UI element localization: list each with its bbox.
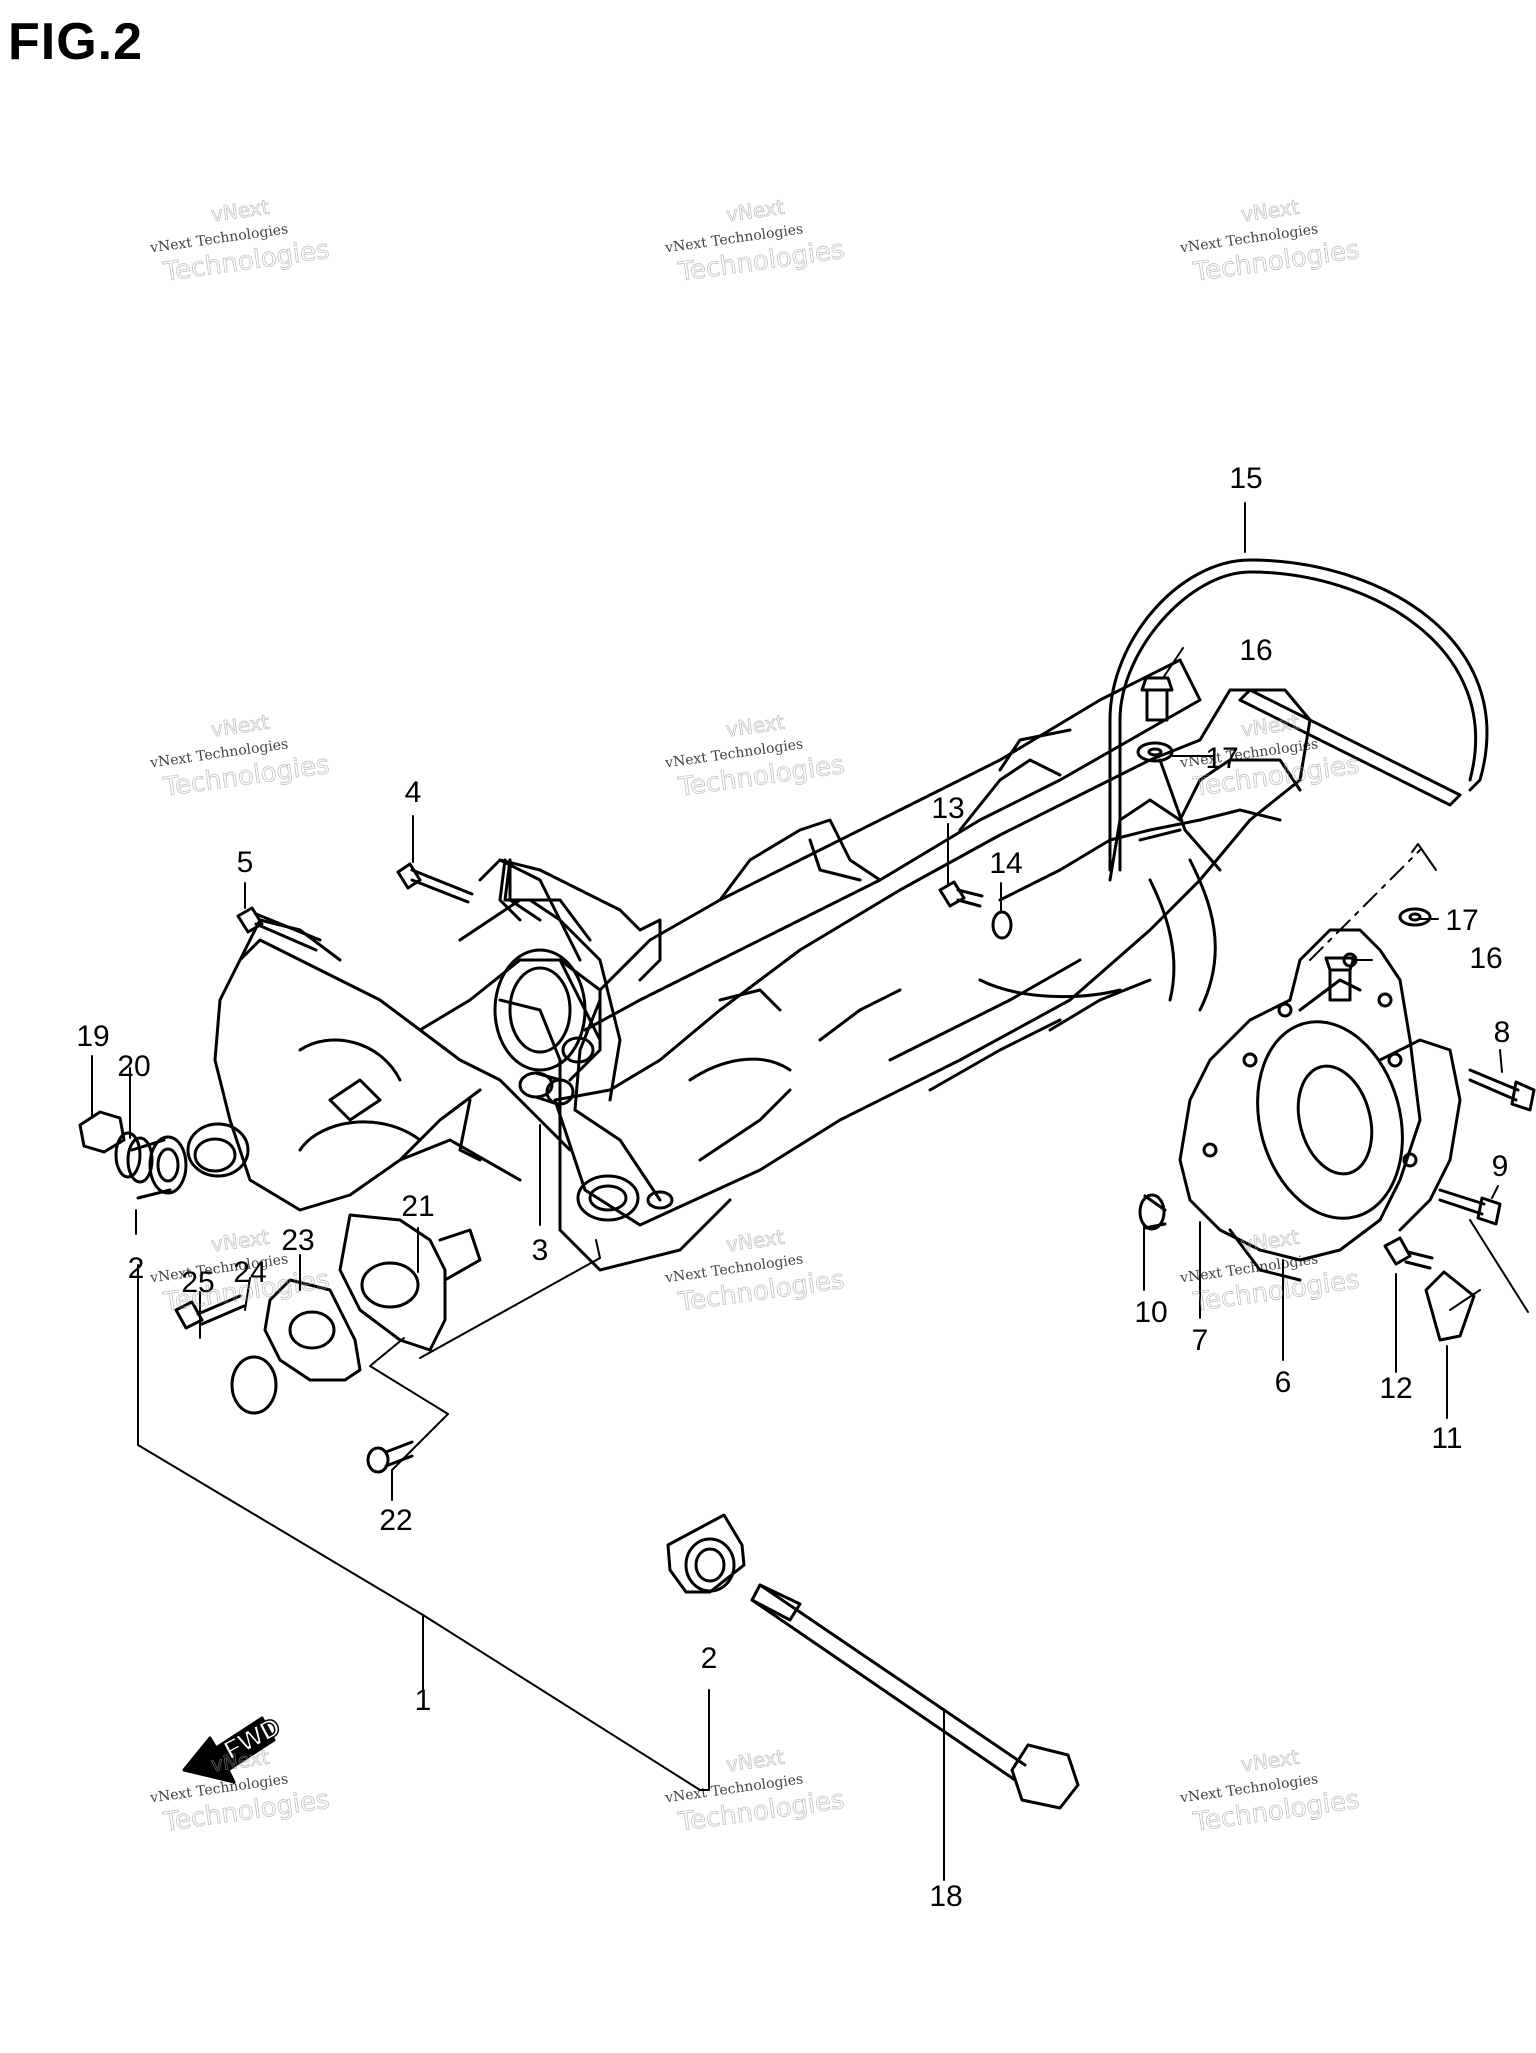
callout-6: 6 (1275, 1366, 1292, 1399)
callout-25: 25 (181, 1266, 214, 1299)
watermark-text-small: vNext (725, 1745, 786, 1777)
crankcase-main (553, 658, 1312, 1272)
bolts (78, 676, 1536, 1810)
callout-10: 10 (1134, 1296, 1167, 1329)
callout-8: 8 (1494, 1016, 1511, 1049)
callout-21: 21 (401, 1190, 434, 1223)
right-cover (1178, 928, 1462, 1282)
intake-reed (230, 1213, 482, 1415)
watermark-text-small: vNext (725, 710, 786, 742)
callout-5: 5 (237, 846, 254, 879)
callout-16-right: 16 (1469, 942, 1502, 975)
callout-15: 15 (1229, 462, 1262, 495)
callout-2-bottom: 2 (701, 1642, 718, 1675)
callout-7: 7 (1192, 1324, 1209, 1357)
callout-16-top: 16 (1239, 634, 1272, 667)
pivot-bracket (1108, 758, 1302, 882)
callout-23: 23 (281, 1224, 314, 1257)
watermark-text-small: vNext (210, 710, 271, 742)
callout-numbers: 1 2 2 3 4 5 6 7 8 9 10 11 12 13 14 15 16… (76, 462, 1510, 1913)
hose (1108, 558, 1489, 872)
callout-24: 24 (233, 1256, 266, 1289)
callout-14: 14 (989, 847, 1022, 880)
callout-20: 20 (117, 1050, 150, 1083)
watermark-text-small: vNext (1240, 195, 1301, 227)
watermark-text-small: vNext (1240, 710, 1301, 742)
leader-lines (91, 502, 1529, 1881)
callout-1: 1 (415, 1684, 432, 1717)
callout-4: 4 (405, 776, 422, 809)
callout-17-right: 17 (1445, 904, 1478, 937)
watermark-text-small: vNext (1240, 1225, 1301, 1257)
callout-19: 19 (76, 1020, 109, 1053)
callout-2-left: 2 (128, 1252, 145, 1285)
callout-22: 22 (379, 1504, 412, 1537)
callout-9: 9 (1492, 1150, 1509, 1183)
crankcase-left (186, 858, 602, 1212)
figure-title: FIG.2 (8, 13, 144, 71)
cylinder-mount (458, 858, 662, 1162)
callout-17-top: 17 (1205, 742, 1238, 775)
watermark-text-small: vNext (210, 195, 271, 227)
callout-12: 12 (1379, 1372, 1412, 1405)
callout-18: 18 (929, 1880, 962, 1913)
callout-11: 11 (1431, 1422, 1462, 1455)
watermark-text-small: vNext (725, 1225, 786, 1257)
watermark-text-small: vNext (725, 195, 786, 227)
callout-13: 13 (931, 792, 964, 825)
fwd-arrow (182, 1716, 276, 1784)
callout-3: 3 (532, 1234, 549, 1267)
watermark-text-small: vNext (1240, 1745, 1301, 1777)
watermark-text-small: vNext (210, 1225, 271, 1257)
